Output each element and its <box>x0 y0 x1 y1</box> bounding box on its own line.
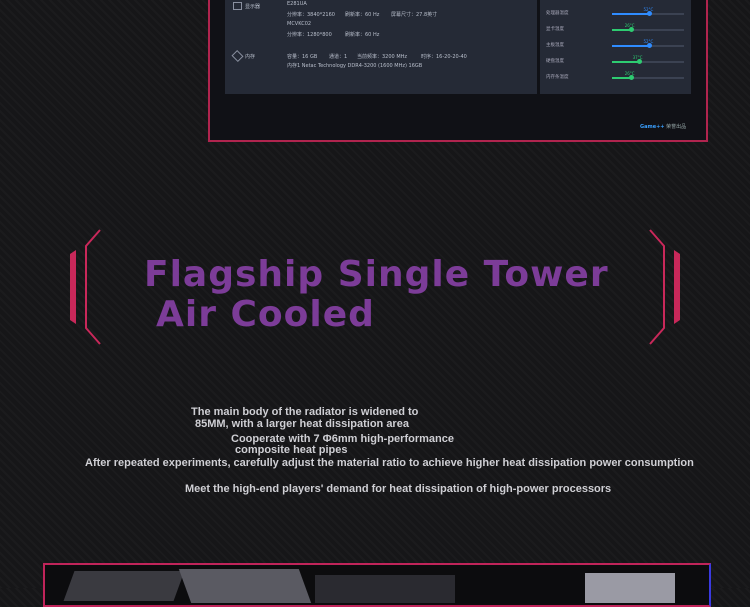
brand-tagline: 荣誉出品 <box>666 124 687 130</box>
monitor-2-resolution: 分辨率：1280*800 <box>287 32 332 38</box>
copy-line-4: composite heat pipes <box>235 444 348 456</box>
brand-name: Game++ <box>640 124 665 130</box>
copy-line-6: Meet the high-end players' demand for he… <box>185 483 612 495</box>
temperature-bar: 52°C <box>612 39 684 48</box>
temperature-knob <box>636 59 642 64</box>
temperature-row: 内存条温度 26°C <box>546 70 686 82</box>
monitor-2-refresh: 刷新率：60 Hz <box>345 32 380 38</box>
temperature-knob <box>647 43 653 48</box>
memory-timing: 时序：16-20-20-40 <box>421 54 467 60</box>
temperature-bar: 37°C <box>612 55 684 64</box>
section-title: Flagship Single Tower Air Cooled <box>144 255 609 335</box>
copy-line-5: After repeated experiments, carefully ad… <box>85 457 694 469</box>
temperature-label: 显卡温度 <box>546 27 564 32</box>
monitor-2-name: MCVKC02 <box>287 21 312 27</box>
temperature-knob <box>647 11 653 16</box>
memory-label: 内存 <box>245 54 256 60</box>
monitor-1-refresh: 刷新率：60 Hz <box>345 12 380 18</box>
temperature-value: 26°C <box>624 23 635 28</box>
temperature-bar: 52°C <box>612 7 684 16</box>
temperature-bar: 26°C <box>612 23 684 32</box>
monitor-1-name: E281UA <box>287 1 307 7</box>
monitor-1-size: 屏幕尺寸：27.8英寸 <box>391 12 438 18</box>
title-line-1: Flagship Single Tower <box>144 254 609 295</box>
copy-line-2: 85MM, with a larger heat dissipation are… <box>195 418 409 430</box>
temperature-value: 52°C <box>643 7 654 12</box>
memory-icon <box>231 49 244 63</box>
temperature-row: 处理器温度 52°C <box>546 6 686 18</box>
temperature-knob <box>628 27 634 32</box>
display-label: 显示器 <box>245 4 261 10</box>
system-info-screenshot: 显示器 E281UA 分辨率：3840*2160 刷新率：60 Hz 屏幕尺寸：… <box>208 0 708 142</box>
temperature-label: 处理器温度 <box>546 11 569 16</box>
memory-frequency: 当前频率：3200 MHz <box>357 54 408 60</box>
temperature-bar: 26°C <box>612 71 684 80</box>
right-bracket-decoration <box>649 229 680 345</box>
monitor-1-resolution: 分辨率：3840*2160 <box>287 12 335 18</box>
monitor-icon <box>233 2 242 10</box>
temperature-value: 26°C <box>624 71 635 76</box>
temperature-row: 显卡温度 26°C <box>546 22 686 34</box>
copy-line-3: Cooperate with 7 Φ6mm high-performance <box>231 433 454 445</box>
product-image-frame <box>43 563 711 607</box>
temperature-label: 内存条温度 <box>546 75 569 80</box>
title-line-2: Air Cooled <box>156 294 375 335</box>
temperature-value: 52°C <box>643 39 654 44</box>
memory-capacity: 容量：16 GB <box>287 54 318 60</box>
hardware-info-panel: 显示器 E281UA 分辨率：3840*2160 刷新率：60 Hz 屏幕尺寸：… <box>225 0 537 94</box>
temperature-panel: 处理器温度 52°C 显卡温度 26°C 主板温度 52°C 硬盘温度 37°C 内存条温度 26… <box>540 0 691 94</box>
temperature-label: 硬盘温度 <box>546 59 564 64</box>
temperature-row: 硬盘温度 37°C <box>546 54 686 66</box>
brand-mark: Game++ 荣誉出品 <box>640 123 686 130</box>
left-bracket-decoration <box>70 229 101 345</box>
temperature-row: 主板温度 52°C <box>546 38 686 50</box>
memory-module: 内存1 Netac Technology DDR4-3200 (1600 MHz… <box>287 63 423 69</box>
temperature-value: 37°C <box>632 55 643 60</box>
temperature-label: 主板温度 <box>546 43 564 48</box>
copy-line-1: The main body of the radiator is widened… <box>191 406 419 418</box>
temperature-knob <box>628 75 634 80</box>
memory-channels: 通道：1 <box>329 54 348 60</box>
